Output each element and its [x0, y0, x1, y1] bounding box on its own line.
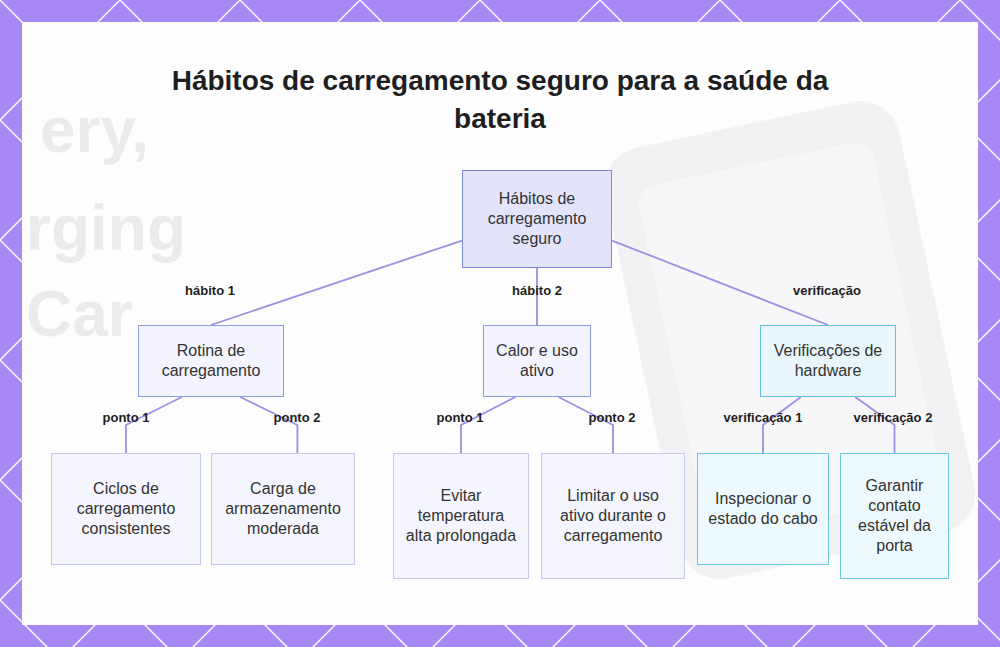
process-box: Rotina de carregamento	[138, 325, 284, 397]
connector-line	[855, 397, 894, 453]
connector-line	[126, 397, 182, 453]
process-box: Verificações de hardware	[760, 325, 896, 397]
box-text: Hábitos de carregamento seguro	[473, 189, 601, 249]
edge-label: verificação 1	[724, 410, 803, 425]
box-text: Inspecionar o estado do cabo	[708, 489, 818, 529]
edge-label: ponto 1	[437, 410, 484, 425]
edge-label: hábito 1	[185, 283, 235, 298]
process-box: Evitar temperatura alta prolongada	[393, 453, 529, 579]
watermark-text: ery,	[40, 98, 149, 162]
edge-label: hábito 2	[512, 283, 562, 298]
edge-label: ponto 1	[103, 410, 150, 425]
connector-line	[211, 241, 462, 325]
process-box: Calor e uso ativo	[483, 325, 591, 397]
diagram-title: Hábitos de carregamento seguro para a sa…	[150, 62, 850, 138]
edge-label: verificação	[793, 283, 861, 298]
watermark-text: Car	[26, 282, 133, 346]
box-text: Rotina de carregamento	[149, 341, 273, 381]
process-box: Inspecionar o estado do cabo	[697, 453, 829, 565]
connector-line	[461, 397, 515, 453]
box-text: Ciclos de carregamento consistentes	[62, 479, 190, 539]
box-text: Calor e uso ativo	[494, 341, 580, 381]
box-text: Carga de armazenamento moderada	[222, 479, 344, 539]
process-box: Carga de armazenamento moderada	[211, 453, 355, 565]
edge-label: ponto 2	[274, 410, 321, 425]
box-text: Garantir contato estável da porta	[851, 476, 938, 556]
watermark-text: rging	[26, 196, 186, 260]
process-box: Hábitos de carregamento seguro	[462, 170, 612, 268]
process-box: Limitar o uso ativo durante o carregamen…	[541, 453, 685, 579]
edge-label: verificação 2	[854, 410, 933, 425]
process-box: Ciclos de carregamento consistentes	[51, 453, 201, 565]
box-text: Evitar temperatura alta prolongada	[404, 486, 518, 546]
connector-line	[240, 397, 297, 453]
process-box: Garantir contato estável da porta	[840, 453, 949, 579]
connector-line	[763, 397, 801, 453]
box-text: Limitar o uso ativo durante o carregamen…	[552, 486, 674, 546]
connector-line	[559, 397, 613, 453]
edge-label: ponto 2	[589, 410, 636, 425]
box-text: Verificações de hardware	[771, 341, 885, 381]
